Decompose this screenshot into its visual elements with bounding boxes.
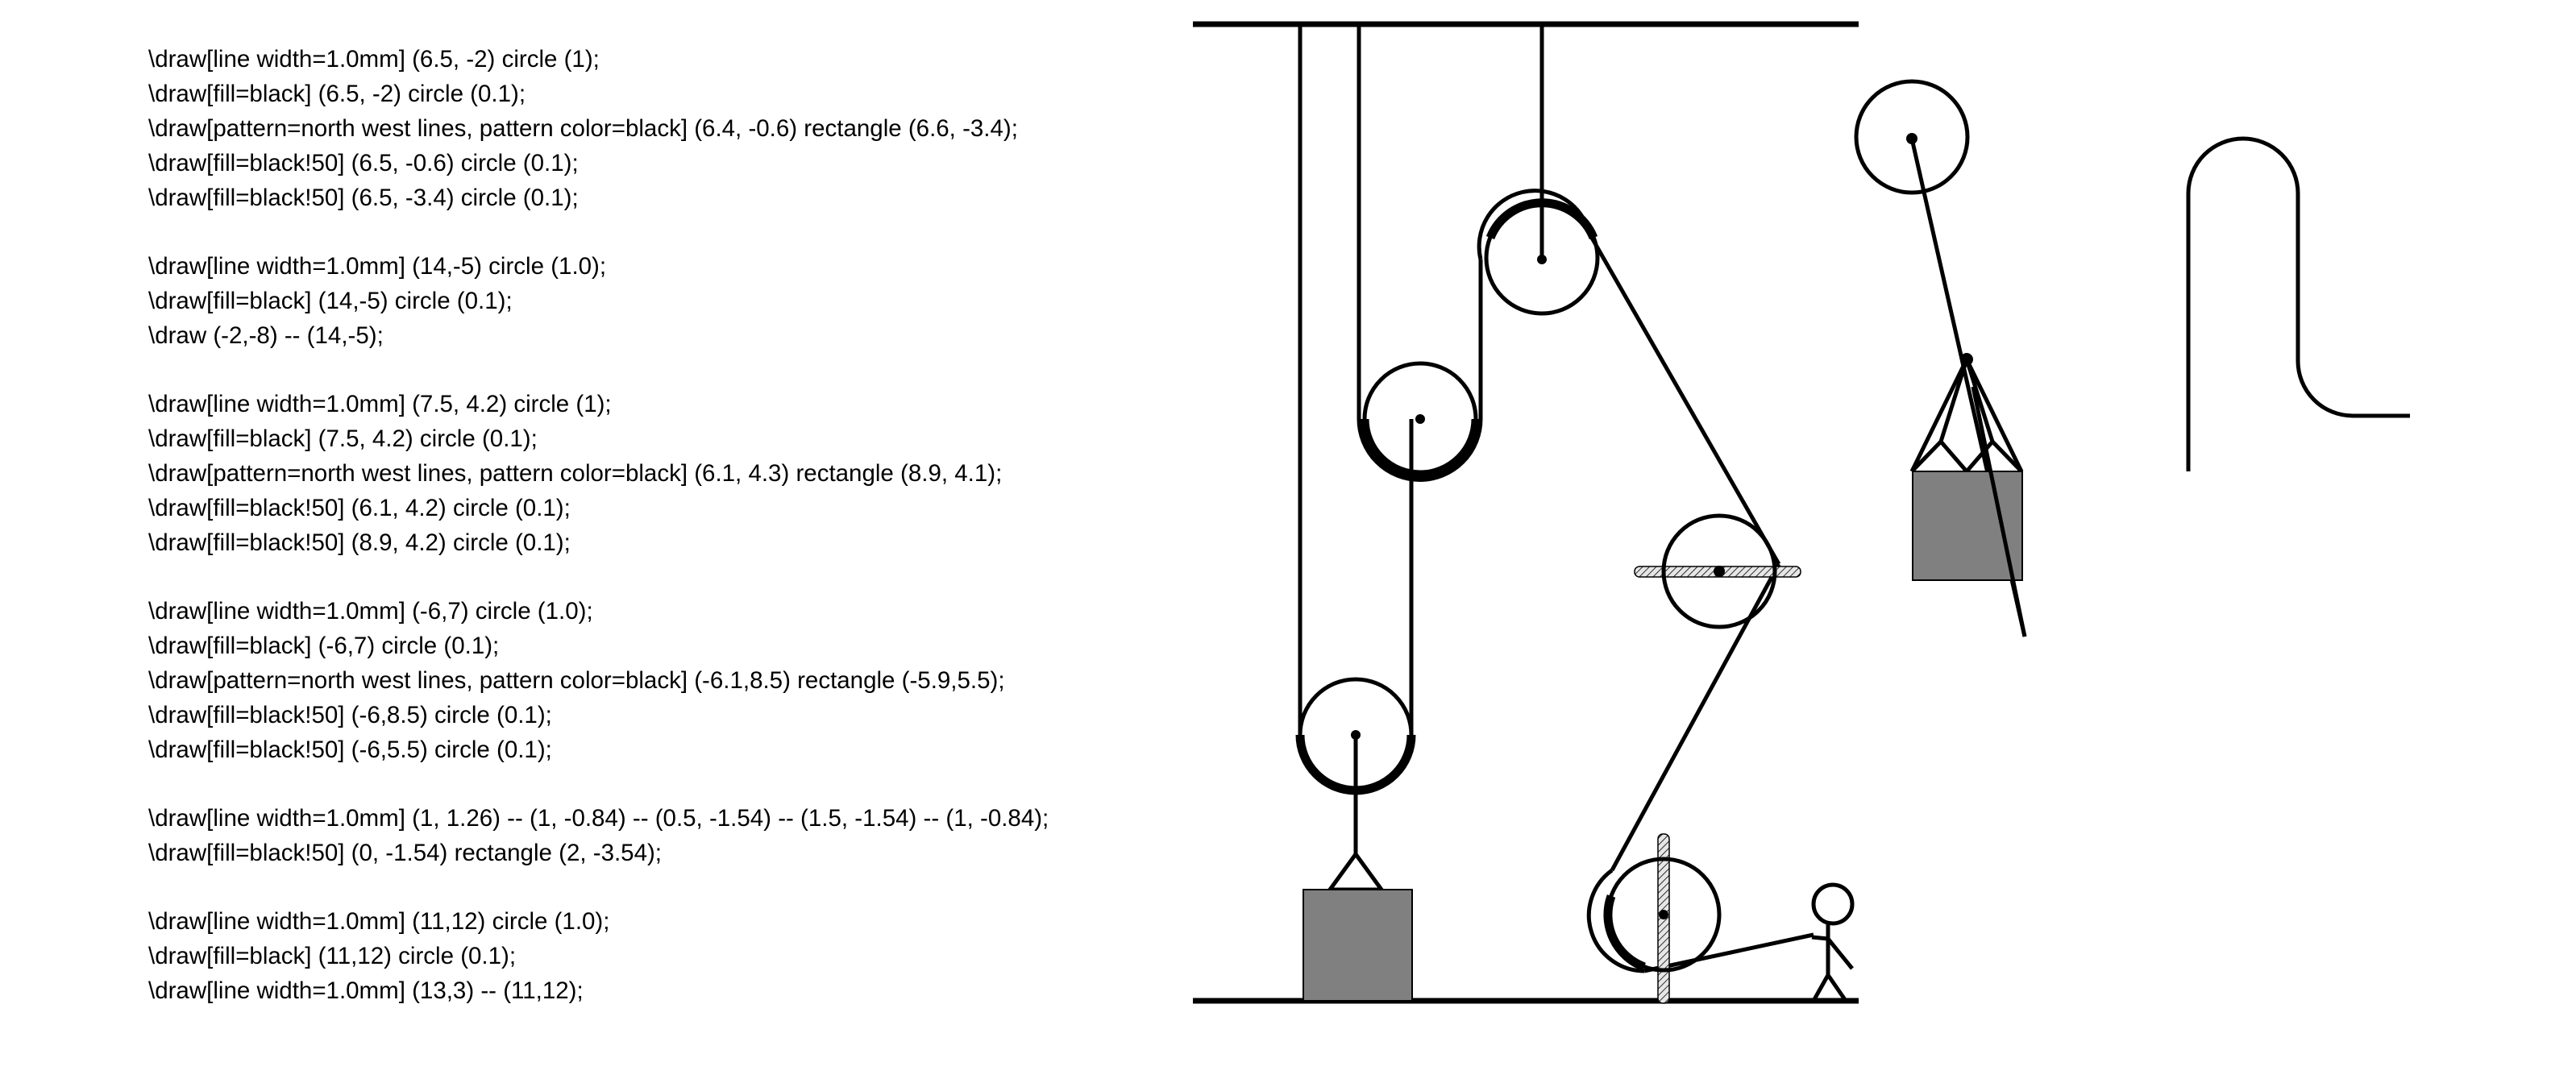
code-line: \draw[fill=black] (7.5, 4.2) circle (0.1… bbox=[148, 425, 538, 452]
code-line: \draw[fill=black!50] (6.5, -0.6) circle … bbox=[148, 150, 579, 176]
code-line: \draw[fill=black!50] (-6,8.5) circle (0.… bbox=[148, 702, 552, 728]
code-block: \draw[line width=1.0mm] (-6,7) circle (1… bbox=[148, 594, 1196, 767]
code-line: \draw[line width=1.0mm] (-6,7) circle (1… bbox=[148, 598, 593, 624]
code-line: \draw[fill=black!50] (8.9, 4.2) circle (… bbox=[148, 529, 571, 556]
stick-person bbox=[1811, 882, 1855, 1002]
pulley-middle bbox=[1360, 361, 1481, 479]
code-line: \draw[line width=1.0mm] (13,3) -- (11,12… bbox=[148, 977, 584, 1004]
code-line: \draw[fill=black] (-6,7) circle (0.1); bbox=[148, 633, 500, 659]
code-line: \draw[line width=1.0mm] (7.5, 4.2) circl… bbox=[148, 391, 612, 417]
code-block: \draw[line width=1.0mm] (6.5, -2) circle… bbox=[148, 42, 1196, 215]
tikz-code-listing: \draw[line width=1.0mm] (6.5, -2) circle… bbox=[148, 42, 1196, 1042]
code-line: \draw[line width=1.0mm] (6.5, -2) circle… bbox=[148, 46, 600, 73]
code-block: \draw[line width=1.0mm] (11,12) circle (… bbox=[148, 904, 1196, 1008]
rope-wrap-floor-pulley bbox=[1586, 868, 1645, 973]
rope-to-person bbox=[1643, 932, 1814, 973]
code-block: \draw[line width=1.0mm] (1, 1.26) -- (1,… bbox=[148, 801, 1196, 870]
code-line: \draw[fill=black] (14,-5) circle (0.1); bbox=[148, 288, 513, 314]
code-line: \draw[pattern=north west lines, pattern … bbox=[148, 460, 1003, 487]
pulley-top bbox=[1484, 198, 1600, 316]
code-line: \draw[fill=black!50] (0, -1.54) rectangl… bbox=[148, 840, 663, 866]
code-line: \draw[pattern=north west lines, pattern … bbox=[148, 667, 1005, 694]
code-line: \draw[fill=black] (6.5, -2) circle (0.1)… bbox=[148, 81, 526, 107]
pendulum-box bbox=[1912, 471, 2023, 581]
code-line: \draw (-2,-8) -- (14,-5); bbox=[148, 322, 384, 349]
code-block: \draw[line width=1.0mm] (7.5, 4.2) circl… bbox=[148, 387, 1196, 560]
code-line: \draw[fill=black!50] (6.5, -3.4) circle … bbox=[148, 185, 579, 211]
pulley-floor-with-bar bbox=[1603, 833, 1722, 1004]
code-line: \draw[pattern=north west lines, pattern … bbox=[148, 115, 1018, 142]
rope-top-to-right bbox=[1587, 232, 1781, 566]
rope-wrap-middle-pulley bbox=[1357, 418, 1483, 482]
pulley-right-with-bar bbox=[1634, 513, 1801, 629]
code-line: \draw[fill=black!50] (-6,5.5) circle (0.… bbox=[148, 737, 552, 763]
code-line: \draw[line width=1.0mm] (1, 1.26) -- (1,… bbox=[148, 805, 1049, 832]
hanging-load bbox=[1303, 735, 1413, 1002]
code-line: \draw[line width=1.0mm] (11,12) circle (… bbox=[148, 908, 610, 935]
rope-system bbox=[1298, 24, 1814, 973]
hook-curve bbox=[2186, 136, 2410, 471]
load-box bbox=[1303, 889, 1413, 1002]
code-block: \draw[line width=1.0mm] (14,-5) circle (… bbox=[148, 249, 1196, 353]
code-line: \draw[line width=1.0mm] (14,-5) circle (… bbox=[148, 253, 607, 280]
code-line: \draw[fill=black!50] (6.1, 4.2) circle (… bbox=[148, 495, 571, 521]
rope-right-to-floor-pulley bbox=[1610, 562, 1781, 872]
pendulum-figure bbox=[1854, 79, 2027, 637]
code-line: \draw[fill=black] (11,12) circle (0.1); bbox=[148, 943, 517, 969]
